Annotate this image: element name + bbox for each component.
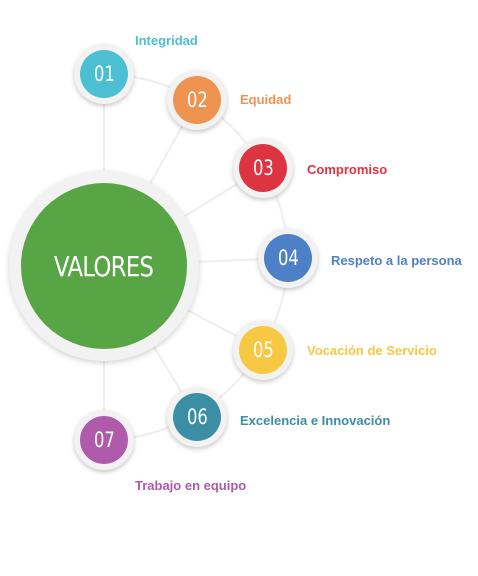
hub-circle: VALORES (9, 171, 199, 361)
value-node-06-inner: 06 (173, 393, 221, 441)
value-label-07: Trabajo en equipo (135, 478, 247, 493)
value-node-03-inner: 03 (239, 144, 287, 192)
value-number-05: 05 (252, 338, 274, 362)
value-node-04-inner: 04 (264, 234, 312, 282)
value-label-05: Vocación de Servicio (307, 343, 437, 358)
value-number-07: 07 (93, 428, 115, 452)
hub-inner: VALORES (21, 183, 187, 349)
value-node-07: 07 (74, 410, 134, 470)
hub-label: VALORES (54, 249, 154, 283)
value-label-03: Compromiso (307, 162, 388, 177)
value-node-05: 05 (233, 320, 293, 380)
value-node-02: 02 (167, 70, 227, 130)
value-node-01: 01 (74, 44, 134, 104)
value-node-06: 06 (167, 387, 227, 447)
value-number-03: 03 (252, 156, 274, 180)
value-label-01: Integridad (135, 33, 198, 48)
value-node-02-inner: 02 (173, 76, 221, 124)
value-number-04: 04 (277, 246, 299, 270)
value-node-01-inner: 01 (80, 50, 128, 98)
value-number-02: 02 (186, 88, 208, 112)
value-label-02: Equidad (240, 92, 292, 107)
value-node-04: 04 (258, 228, 318, 288)
value-node-05-inner: 05 (239, 326, 287, 374)
value-node-03: 03 (233, 138, 293, 198)
value-number-01: 01 (93, 62, 115, 86)
value-label-04: Respeto a la persona (331, 253, 462, 268)
value-label-06: Excelencia e Innovación (240, 413, 391, 428)
value-number-06: 06 (186, 405, 208, 429)
value-node-07-inner: 07 (80, 416, 128, 464)
